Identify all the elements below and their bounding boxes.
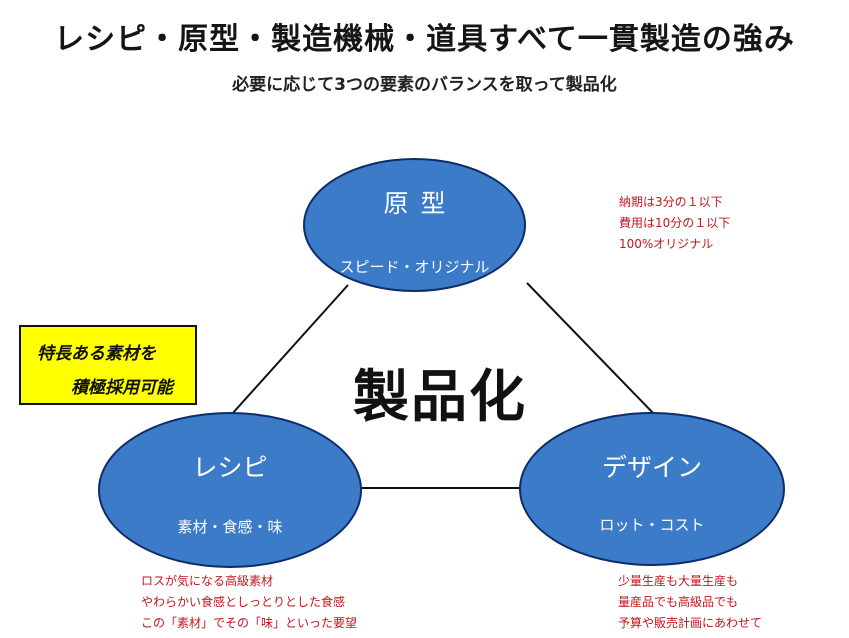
- note-line: 少量生産も大量生産も: [618, 574, 739, 588]
- node-prototype: 原型 スピード・オリジナル: [303, 158, 526, 292]
- highlight-box: 特長ある素材を 積極採用可能: [19, 325, 197, 405]
- node-prototype-title: 原型: [383, 189, 458, 218]
- note-bottom-right: 少量生産も大量生産も 量産品でも高級品でも 予算や販売計画にあわせて: [618, 571, 762, 634]
- node-design: デザイン ロット・コスト: [519, 412, 785, 566]
- connector-top-right: [526, 282, 656, 416]
- note-line: ロスが気になる高級素材: [141, 574, 274, 588]
- note-line: やわらかい食感としっとりとした食感: [141, 595, 346, 609]
- note-bottom-left: ロスが気になる高級素材 やわらかい食感としっとりとした食感 この「素材」でその「…: [141, 571, 357, 634]
- center-label: 製品化: [353, 365, 527, 430]
- note-line: 予算や販売計画にあわせて: [618, 616, 763, 630]
- page-subtitle: 必要に応じて3つの要素のバランスを取って製品化: [232, 75, 617, 95]
- highlight-box-line-1: 特長ある素材を: [37, 344, 156, 364]
- page-title: レシピ・原型・製造機械・道具すべて一貫製造の強み: [54, 22, 795, 57]
- note-line: 費用は10分の１以下: [619, 216, 731, 230]
- connector-top-left: [231, 284, 349, 415]
- highlight-box-line-2: 積極採用可能: [71, 378, 173, 398]
- node-design-subtitle: ロット・コスト: [599, 516, 705, 534]
- note-top-right: 納期は3分の１以下 費用は10分の１以下 100%オリジナル: [619, 192, 730, 255]
- note-line: 量産品でも高級品でも: [618, 595, 739, 609]
- node-prototype-subtitle: スピード・オリジナル: [339, 258, 490, 276]
- note-line: この「素材」でその「味」といった要望: [141, 616, 358, 630]
- note-line: 100%オリジナル: [619, 237, 714, 251]
- note-line: 納期は3分の１以下: [619, 195, 723, 209]
- node-design-title: デザイン: [601, 453, 702, 482]
- node-recipe: レシピ 素材・食感・味: [98, 412, 362, 568]
- node-recipe-title: レシピ: [192, 453, 268, 482]
- node-recipe-subtitle: 素材・食感・味: [177, 518, 283, 536]
